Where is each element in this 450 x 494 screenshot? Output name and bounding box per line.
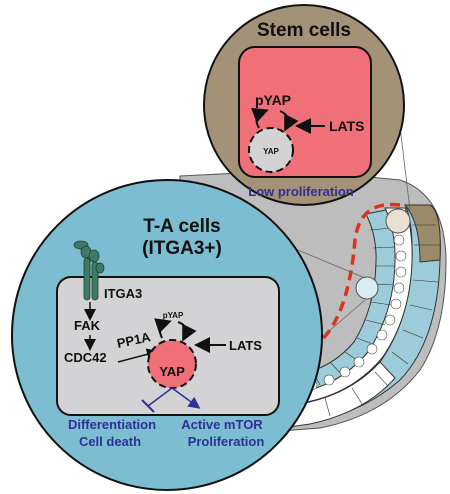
stem-caption: Low proliferation (248, 184, 354, 199)
stem-lats-label: LATS (329, 118, 365, 134)
ta-cdc42-label: CDC42 (64, 350, 107, 365)
ta-outcome-right-line2: Proliferation (188, 434, 265, 449)
ta-itga3-label: ITGA3 (104, 286, 142, 301)
ta-pyap-label: pYAP (163, 311, 184, 320)
ta-title-line2: (ITGA3+) (142, 238, 222, 259)
ta-yap-label: YAP (159, 364, 185, 379)
ta-panel: T-A cells (ITGA3+) ITGA3 FAK CDC42 PP1A … (11, 179, 323, 491)
stem-yap-label: YAP (263, 147, 279, 156)
ta-outcome-left-line1: Differentiation (68, 417, 156, 432)
ta-activate-arrow (171, 387, 201, 409)
ta-cycle-arrow-left (154, 318, 172, 339)
ta-inhibit-bar (141, 399, 155, 413)
ta-outcome-left-line2: Cell death (79, 434, 141, 449)
crypt-ta-cell-highlight (355, 276, 379, 300)
stem-pyap-label: pYAP (255, 92, 291, 108)
integrin-receptor-icon (73, 240, 105, 301)
ta-cycle-arrow-right (177, 321, 197, 342)
stem-panel: Stem cells pYAP YAP LATS Low proliferati… (203, 4, 405, 206)
ta-inhibit-line (147, 387, 173, 407)
crypt-stem-region (403, 204, 441, 263)
stem-panel-title: Stem cells (257, 20, 351, 41)
ta-lats-label: LATS (229, 338, 262, 353)
ta-pp1a-label: PP1A (116, 329, 153, 351)
stem-cycle-arrow-right (279, 110, 299, 132)
ta-pp1a-arrow (117, 348, 159, 363)
crypt-stem-cell-highlight (385, 208, 411, 234)
ta-title-line1: T-A cells (143, 216, 220, 237)
ta-fak-label: FAK (74, 318, 101, 333)
ta-outcome-right-line1: Active mTOR (181, 417, 263, 432)
stem-cycle-arrow-left (250, 107, 269, 129)
stem-yap-nucleus (248, 127, 294, 173)
